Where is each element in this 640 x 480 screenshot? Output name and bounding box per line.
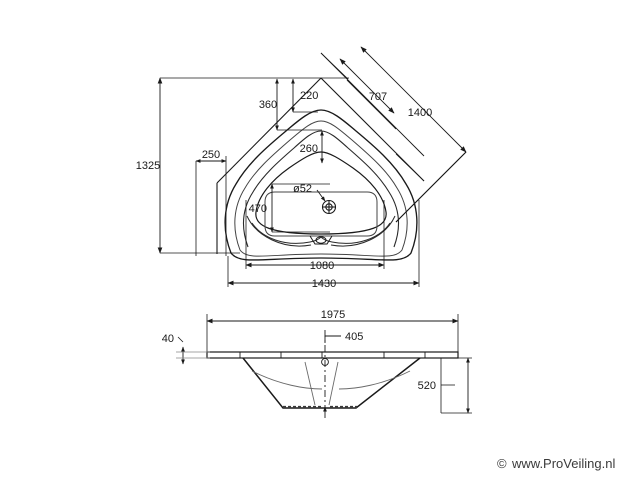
watermark-url: www.ProVeiling.nl [511,456,615,471]
section-view-group: 1975 [162,309,472,418]
dim-label-1430: 1430 [312,278,336,290]
leader-drain-diameter [316,189,326,202]
dim-1400 [346,46,467,223]
watermark-group: © www.ProVeiling.nl [497,456,615,471]
dim-label-360: 360 [259,99,277,111]
dim-label-260: 260 [300,143,318,155]
overflow-detail [309,235,333,245]
dim-label-470: 470 [249,203,267,215]
envelope-square-outline [176,53,466,343]
drain-symbol [321,199,337,215]
dim-label-1975: 1975 [321,309,345,321]
dim-40 [176,336,210,365]
dim-1975 [206,314,459,355]
tub-basin-inner-lines [251,361,411,406]
dim-label-1080: 1080 [310,260,334,272]
envelope-diagonals [395,151,467,223]
bowl-opening-contour [255,151,387,235]
dim-1080 [245,200,385,269]
dim-label-1400: 1400 [408,107,432,119]
dim-label-405: 405 [345,331,363,343]
dim-label-diameter-52: ø52 [293,183,312,195]
dim-1325 [157,77,349,254]
dim-520 [440,357,472,414]
tub-basin-profile [242,357,421,409]
seat-rectangle [264,191,378,237]
dim-label-707: 707 [369,91,387,103]
tub-rim-band [206,351,459,359]
bath-rim-contour [234,120,408,257]
dim-label-250: 250 [202,149,220,161]
dim-label-220: 220 [300,90,318,102]
dim-label-40: 40 [162,333,174,345]
dim-1430 [227,200,420,287]
drain-center-line [321,330,329,418]
leader-405 [324,335,341,343]
top-view-group: 1325 360 220 260 250 47 [136,46,467,343]
dim-250 [195,156,227,256]
dim-470 [270,183,330,233]
dim-label-520: 520 [418,380,436,392]
bowl-bottom-curves [246,215,396,247]
dim-label-1325: 1325 [136,160,160,172]
dim-220 [291,78,318,113]
copyright-symbol: © [497,456,507,471]
dim-360 [275,78,322,131]
